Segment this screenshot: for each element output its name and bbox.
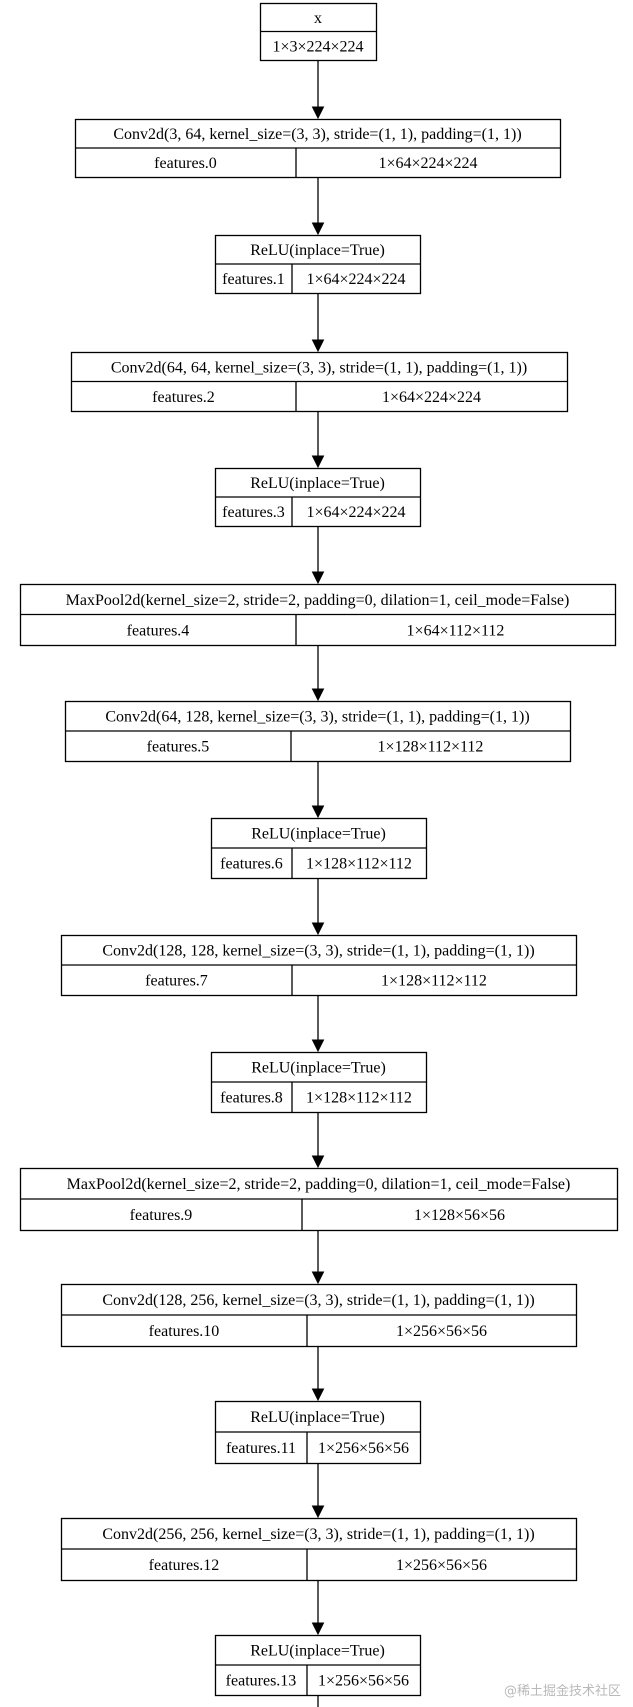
- edge-arrow: [311, 526, 325, 585]
- node-title: Conv2d(3, 64, kernel_size=(3, 3), stride…: [113, 126, 521, 143]
- node-title: Conv2d(128, 256, kernel_size=(3, 3), str…: [102, 1292, 534, 1309]
- node-output-shape: 1×256×56×56: [396, 1323, 487, 1340]
- node-module-name: features.2: [152, 389, 215, 406]
- node-title: Conv2d(128, 128, kernel_size=(3, 3), str…: [102, 943, 534, 960]
- node-output-shape: 1×256×56×56: [318, 1673, 409, 1690]
- node-title: Conv2d(256, 256, kernel_size=(3, 3), str…: [102, 1526, 534, 1543]
- node-module-name: features.5: [147, 739, 210, 756]
- node-output-shape: 1×128×112×112: [378, 739, 484, 756]
- node-title: Conv2d(64, 64, kernel_size=(3, 3), strid…: [111, 359, 527, 376]
- edge-arrow: [311, 1112, 325, 1169]
- node-title: Conv2d(64, 128, kernel_size=(3, 3), stri…: [105, 709, 529, 726]
- node-module-name: features.13: [226, 1673, 297, 1690]
- node-output-shape: 1×64×112×112: [407, 622, 505, 639]
- edge-arrow: [311, 293, 325, 353]
- graph-node: MaxPool2d(kernel_size=2, stride=2, paddi…: [19, 1167, 619, 1232]
- graph-node: x 1×3×224×224: [259, 2, 378, 62]
- node-module-name: features.11: [226, 1440, 296, 1457]
- edge-arrow: [311, 1230, 325, 1285]
- edge-arrow: [311, 1580, 325, 1636]
- graph-node: Conv2d(3, 64, kernel_size=(3, 3), stride…: [74, 118, 562, 179]
- edge-arrow: [311, 761, 325, 819]
- node-output-shape: 1×128×56×56: [414, 1207, 505, 1224]
- node-module-name: features.6: [220, 856, 283, 873]
- node-module-name: features.8: [220, 1090, 283, 1107]
- node-title: ReLU(inplace=True): [251, 1060, 386, 1077]
- edge-arrow: [311, 1346, 325, 1402]
- node-title: MaxPool2d(kernel_size=2, stride=2, paddi…: [67, 1176, 571, 1193]
- node-title: ReLU(inplace=True): [250, 242, 385, 259]
- node-module-name: features.1: [222, 271, 285, 288]
- graph-node: ReLU(inplace=True) features.11 1×256×56×56: [214, 1400, 422, 1465]
- graph-node: Conv2d(64, 128, kernel_size=(3, 3), stri…: [64, 700, 572, 763]
- graph-node: MaxPool2d(kernel_size=2, stride=2, paddi…: [19, 583, 617, 647]
- node-output-shape: 1×256×56×56: [318, 1440, 409, 1457]
- node-module-name: features.7: [145, 973, 208, 990]
- node-output-shape: 1×64×224×224: [306, 504, 405, 521]
- node-module-name: features.0: [154, 155, 217, 172]
- node-module-name: features.9: [130, 1207, 193, 1224]
- node-title: x: [314, 10, 322, 27]
- node-output-shape: 1×128×112×112: [306, 856, 412, 873]
- edge-arrow: [311, 645, 325, 702]
- edge-arrow: [311, 995, 325, 1053]
- edge-arrow: [311, 60, 325, 120]
- graph-node: Conv2d(128, 128, kernel_size=(3, 3), str…: [60, 934, 578, 997]
- graph-node: Conv2d(128, 256, kernel_size=(3, 3), str…: [60, 1283, 578, 1348]
- node-module-name: features.12: [149, 1557, 220, 1574]
- edge-arrow: [311, 411, 325, 469]
- graph-node: ReLU(inplace=True) features.1 1×64×224×224: [214, 234, 422, 295]
- graph-node: ReLU(inplace=True) features.8 1×128×112×11…: [210, 1051, 428, 1114]
- edge-arrow: [311, 1463, 325, 1519]
- edge-arrow: [311, 878, 325, 936]
- node-output-shape: 1×64×224×224: [306, 271, 405, 288]
- node-output-shape: 1×3×224×224: [272, 38, 363, 55]
- node-title: ReLU(inplace=True): [250, 475, 385, 492]
- node-output-shape: 1×256×56×56: [396, 1557, 487, 1574]
- node-title: MaxPool2d(kernel_size=2, stride=2, paddi…: [66, 592, 570, 609]
- graph-node: ReLU(inplace=True) features.13 1×256×56×56: [214, 1634, 422, 1697]
- node-output-shape: 1×128×112×112: [381, 973, 487, 990]
- node-title: ReLU(inplace=True): [251, 826, 386, 843]
- node-module-name: features.10: [149, 1323, 220, 1340]
- node-module-name: features.3: [222, 504, 285, 521]
- node-module-name: features.4: [127, 622, 190, 639]
- graph-node: ReLU(inplace=True) features.6 1×128×112×11…: [210, 817, 428, 880]
- watermark: @稀土掘金技术社区: [503, 1684, 621, 1699]
- graph-node: ReLU(inplace=True) features.3 1×64×224×224: [214, 467, 422, 528]
- graph-node: Conv2d(64, 64, kernel_size=(3, 3), strid…: [70, 351, 569, 413]
- node-output-shape: 1×64×224×224: [382, 389, 481, 406]
- node-output-shape: 1×128×112×112: [306, 1090, 412, 1107]
- node-title: ReLU(inplace=True): [250, 1643, 385, 1660]
- graph-node: Conv2d(256, 256, kernel_size=(3, 3), str…: [60, 1517, 578, 1582]
- edge-arrow: [311, 177, 325, 236]
- node-output-shape: 1×64×224×224: [378, 155, 477, 172]
- node-title: ReLU(inplace=True): [250, 1409, 385, 1426]
